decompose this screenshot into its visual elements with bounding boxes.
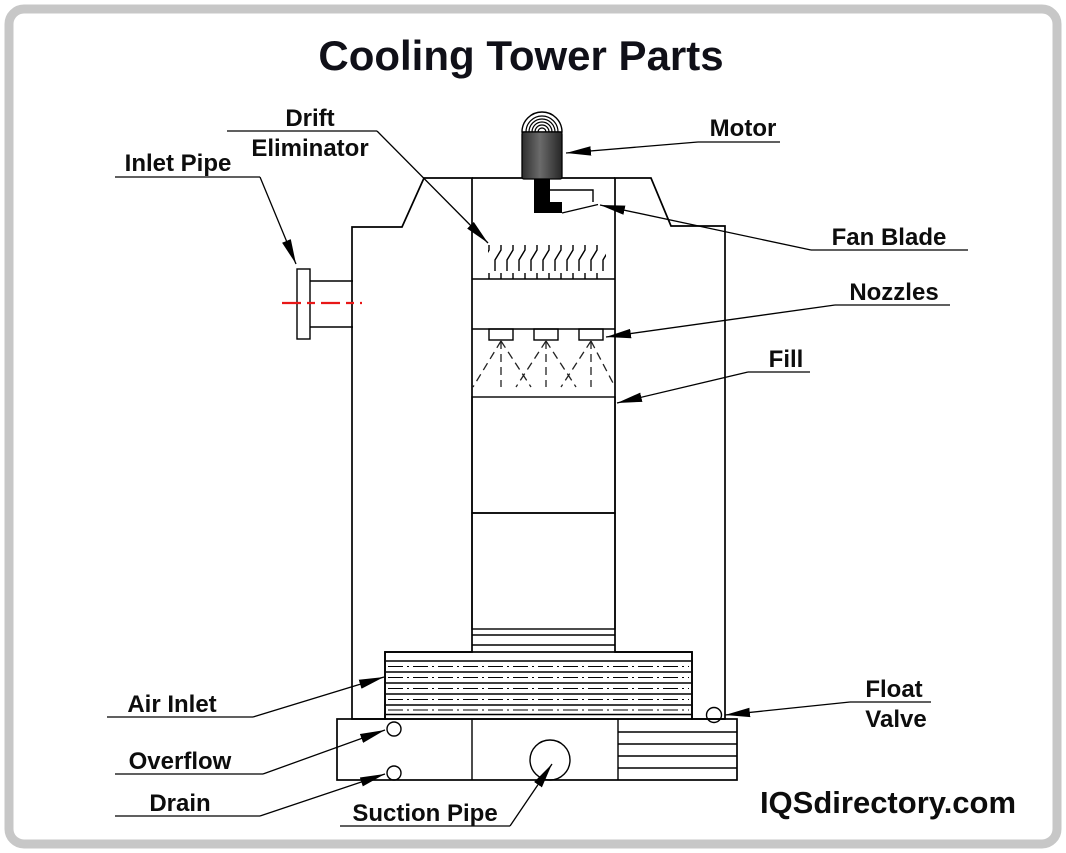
label-valve: Valve bbox=[865, 706, 926, 733]
leader-lines bbox=[107, 130, 968, 827]
label-overflow: Overflow bbox=[129, 748, 232, 775]
spray-lines bbox=[472, 340, 614, 388]
air-inlet-louvers bbox=[384, 651, 693, 720]
inlet-pipe-arrow bbox=[259, 176, 297, 265]
fan-blade-arrow bbox=[599, 204, 812, 251]
fill-support-band bbox=[472, 634, 615, 646]
drift-eliminator-arrow bbox=[376, 130, 489, 244]
float-valve-port bbox=[705, 706, 723, 724]
motor-assembly bbox=[521, 111, 599, 214]
label-suction-pipe: Suction Pipe bbox=[352, 800, 497, 827]
nozzles-arrow bbox=[605, 304, 836, 339]
label-drift: Drift bbox=[285, 105, 334, 132]
label-eliminator: Eliminator bbox=[251, 135, 368, 162]
page-frame bbox=[4, 4, 1062, 849]
motor-arrow bbox=[565, 141, 699, 156]
label-fill: Fill bbox=[769, 346, 804, 373]
motor-body bbox=[521, 131, 563, 180]
watermark-text: IQSdirectory.com bbox=[760, 785, 1016, 820]
label-inlet-pipe: Inlet Pipe bbox=[125, 150, 232, 177]
fan-hub bbox=[550, 189, 594, 202]
drift-eliminator bbox=[472, 245, 615, 280]
drain-arrow bbox=[259, 773, 386, 817]
nozzle bbox=[533, 328, 559, 341]
label-nozzles: Nozzles bbox=[849, 279, 938, 306]
inlet-pipe-assembly bbox=[282, 268, 362, 340]
suction-pipe-arrow bbox=[509, 763, 553, 827]
label-air-inlet: Air Inlet bbox=[127, 691, 216, 718]
label-float: Float bbox=[865, 676, 922, 703]
drain-port bbox=[386, 765, 402, 781]
fill-arrow bbox=[616, 371, 749, 404]
label-motor: Motor bbox=[710, 115, 777, 142]
air-inlet-arrow bbox=[252, 676, 385, 718]
overflow-arrow bbox=[262, 729, 386, 775]
nozzle bbox=[578, 328, 604, 341]
motor-shaft bbox=[534, 179, 562, 213]
float-valve-arrow bbox=[724, 701, 851, 718]
page-title: Cooling Tower Parts bbox=[318, 32, 723, 79]
fan-blade-shape bbox=[561, 203, 599, 214]
label-drain: Drain bbox=[149, 790, 210, 817]
label-fan-blade: Fan Blade bbox=[832, 224, 947, 251]
overflow-port bbox=[386, 721, 402, 737]
nozzles-assembly bbox=[472, 328, 615, 388]
nozzle bbox=[488, 328, 514, 341]
